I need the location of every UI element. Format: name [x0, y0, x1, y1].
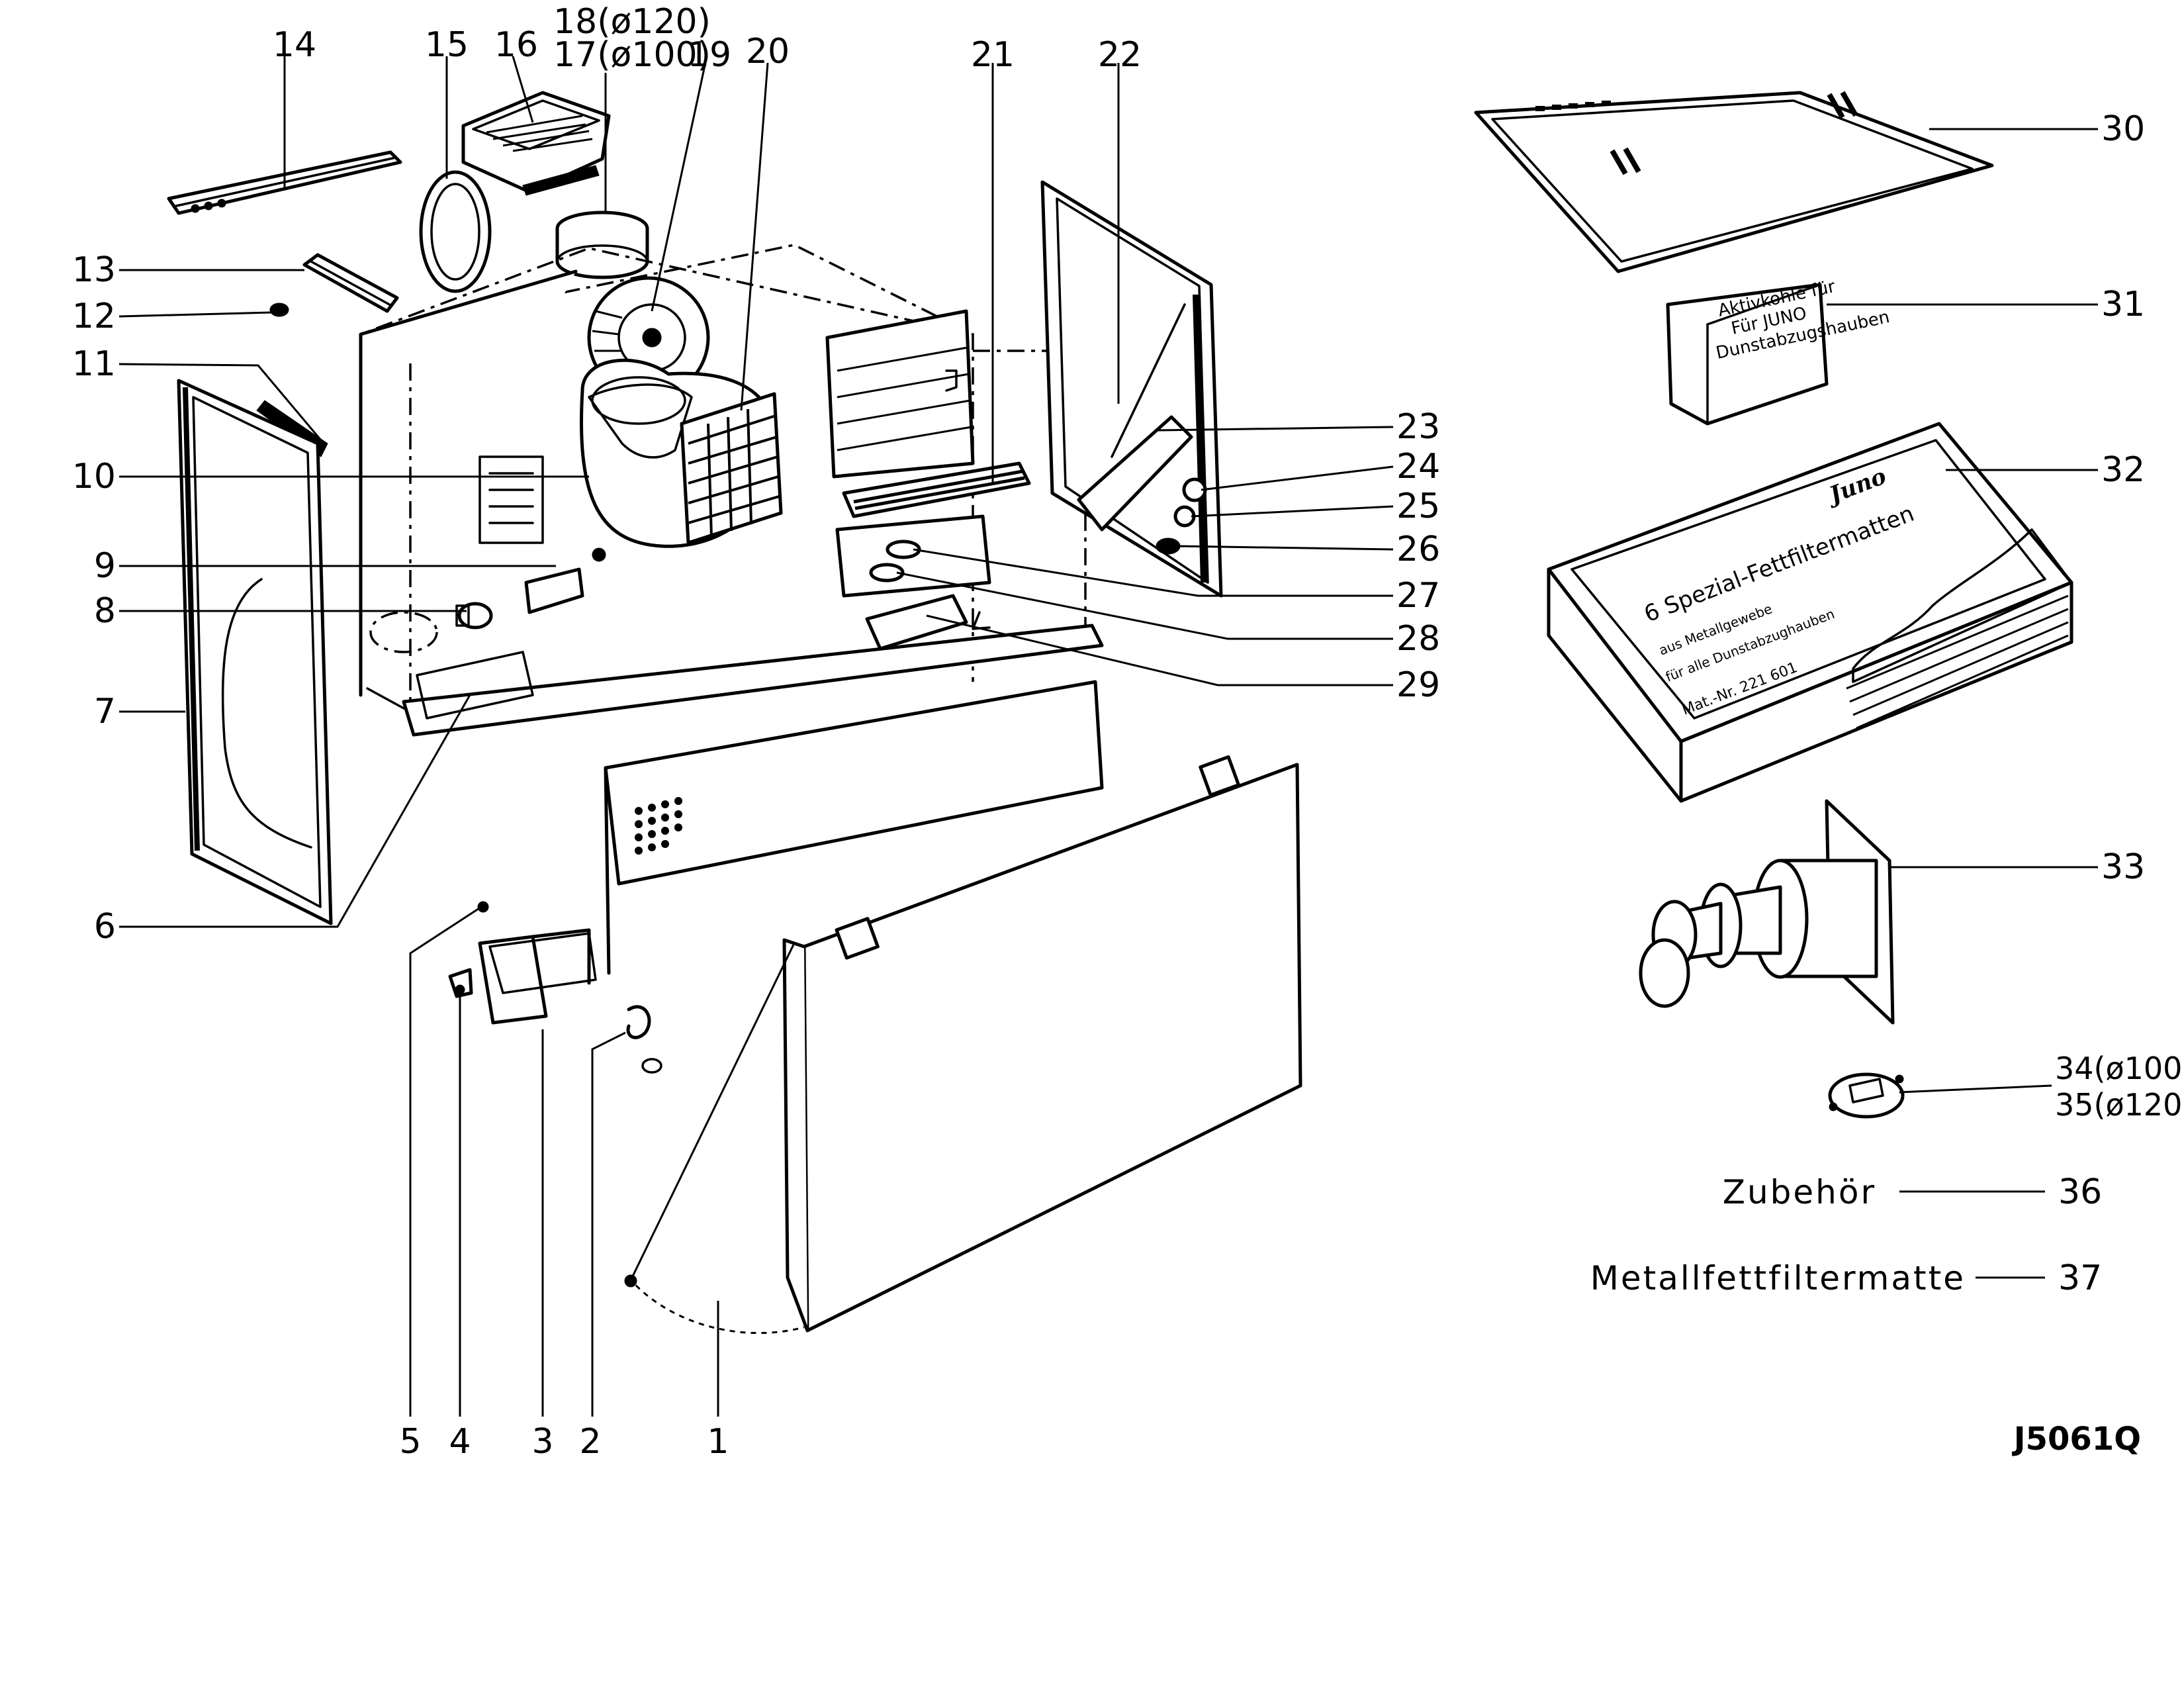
part-9-switch [524, 547, 606, 614]
callout-18: 18(ø120) [553, 2, 711, 42]
callout-4: 4 [449, 1422, 471, 1462]
callout-33: 33 [2101, 847, 2145, 887]
part-30-cover [1474, 91, 1994, 273]
parts-27-28-switches [835, 514, 991, 598]
callout-1: 1 [707, 1422, 729, 1462]
callout-27: 27 [1396, 576, 1440, 616]
part-13-bar [302, 253, 399, 313]
part-32-box: Juno 6 Spezial-Fettfiltermatten aus Meta… [1547, 422, 2073, 803]
main-housing [359, 244, 1104, 737]
callout-35: 35(ø120) [2055, 1087, 2184, 1123]
callout-26: 26 [1396, 530, 1440, 569]
part-7-frame [177, 379, 333, 925]
callout-9: 9 [94, 546, 116, 586]
callout-2: 2 [579, 1422, 601, 1462]
callout-12: 12 [72, 297, 116, 336]
part-1-front-panel [624, 755, 1302, 1335]
part-3-frame [478, 928, 597, 1025]
callout-29: 29 [1396, 665, 1440, 705]
part-16-grille [461, 91, 611, 196]
callout-16: 16 [494, 25, 538, 65]
rear-panel [604, 680, 1104, 975]
part-8-lamp [455, 602, 493, 630]
callout-11: 11 [72, 344, 116, 384]
callout-20: 20 [746, 32, 790, 71]
callout-8: 8 [94, 591, 116, 631]
callout-10: 10 [72, 457, 116, 496]
accessory-labels: Zubehör Metallfettfiltermatte [1590, 1173, 1966, 1297]
callout-32: 32 [2101, 450, 2145, 490]
part-29-bracket [865, 594, 991, 651]
part-12-clip [269, 303, 289, 317]
callout-labels: 14 15 16 18(ø120) 17(ø100) 19 20 21 22 1… [72, 2, 2184, 1462]
callout-36: 36 [2058, 1172, 2102, 1212]
callout-23: 23 [1396, 407, 1440, 447]
callout-13: 13 [72, 250, 116, 290]
part-33-pipe [1639, 799, 1895, 1025]
callout-5: 5 [399, 1422, 421, 1462]
label-zubehoer: Zubehör [1723, 1173, 1876, 1211]
leader-lines [118, 56, 2098, 1417]
part-20-grille [680, 392, 783, 545]
part-31-box: Aktivkohle für Für JUNO Dunstabzugshaube… [1666, 277, 1891, 426]
part-22-door [1040, 180, 1223, 598]
part-34-35-cap [1828, 1072, 1905, 1119]
callout-34: 34(ø100) [2055, 1051, 2184, 1086]
drawing-code: J5061Q [2012, 1421, 2141, 1458]
parts-23-26-fittings [1077, 415, 1207, 555]
callout-14: 14 [273, 25, 316, 65]
callout-28: 28 [1396, 619, 1440, 659]
right-housing-blocks [825, 309, 975, 479]
callout-22: 22 [1098, 35, 1142, 75]
callout-6: 6 [94, 907, 116, 947]
callout-19: 19 [688, 35, 731, 75]
callout-30: 30 [2101, 109, 2145, 149]
callout-7: 7 [94, 692, 116, 731]
part-15-ring [419, 170, 492, 293]
callout-21: 21 [971, 35, 1015, 75]
callout-25: 25 [1396, 487, 1440, 526]
callout-15: 15 [425, 25, 469, 65]
part-2-hook [626, 1005, 662, 1074]
callout-31: 31 [2101, 285, 2145, 324]
part-4-clip [448, 968, 473, 998]
callout-3: 3 [531, 1422, 553, 1462]
callout-24: 24 [1396, 447, 1440, 487]
callout-37: 37 [2058, 1258, 2102, 1298]
callout-17: 17(ø100) [553, 35, 711, 75]
label-metallfettfiltermatte: Metallfettfiltermatte [1590, 1259, 1966, 1297]
part-21-bar [842, 461, 1031, 518]
part-17-18-collar [555, 211, 649, 279]
